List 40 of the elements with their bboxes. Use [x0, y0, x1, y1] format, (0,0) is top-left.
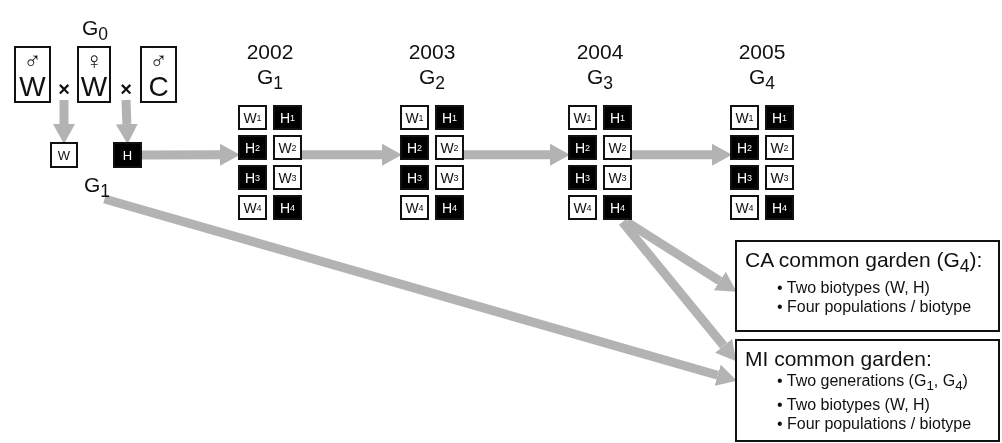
biotype-letter: C	[148, 72, 169, 101]
arrow	[53, 100, 75, 144]
parent-box	[77, 46, 111, 103]
generation-label: G$_{1}$	[82, 171, 112, 199]
offspring-box: W	[50, 142, 78, 168]
arrow	[115, 99, 138, 144]
bullet-item: • Two biotypes (W, H)	[777, 395, 931, 415]
info-panel	[735, 240, 1000, 332]
cross-symbol: ×	[118, 78, 134, 100]
year-label: 2004	[575, 40, 625, 64]
bullet-item: • Four populations / biotype	[777, 414, 973, 434]
generation-label: G$_{1}$	[255, 65, 285, 96]
arrow	[302, 143, 402, 166]
parent-box	[140, 46, 177, 103]
panel-heading: MI common garden:	[745, 347, 933, 371]
bullet-item: • Two generations (G$_{1}$, G$_{4}$)	[777, 371, 969, 396]
year-label: 2002	[245, 40, 295, 64]
cross-symbol: ×	[56, 78, 72, 100]
arrow	[464, 143, 570, 166]
offspring-box: H	[113, 142, 142, 168]
bullet-item: • Two biotypes (W, H)	[777, 278, 931, 298]
arrow	[103, 194, 737, 386]
panel-heading: CA common garden (G$_{4}$):	[745, 248, 984, 279]
year-label: 2003	[407, 40, 457, 64]
sex-symbol: ♂	[149, 48, 168, 73]
generation-label: G$_{4}$	[747, 65, 777, 96]
sex-symbol: ♂	[23, 48, 42, 73]
arrow	[632, 143, 732, 166]
generation-label: G$_{2}$	[417, 65, 447, 96]
biotype-letter: W	[19, 72, 46, 101]
generation-label: G$_{3}$	[585, 65, 615, 96]
info-panel	[735, 339, 1000, 442]
bullet-item: • Four populations / biotype	[777, 297, 973, 317]
parent-box	[14, 46, 51, 103]
arrow	[142, 143, 240, 166]
year-label: 2005	[737, 40, 787, 64]
generation-label: G$_{0}$	[80, 15, 110, 42]
sex-symbol: ♀	[85, 48, 103, 73]
biotype-letter: W	[80, 72, 108, 101]
arrow	[618, 219, 737, 362]
